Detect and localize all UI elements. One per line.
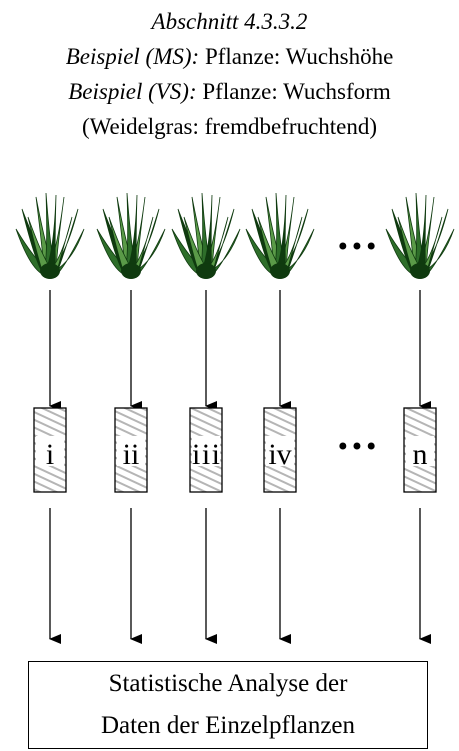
analysis-line-1: Statistische Analyse der: [108, 670, 348, 697]
grass-plant-icon: [385, 192, 455, 279]
example-vs: Beispiel (VS): Pflanze: Wuchsform: [68, 79, 391, 104]
grass-plant-icon: [15, 192, 85, 279]
section-title: Abschnitt 4.3.3.2: [151, 9, 308, 34]
sample-box-label: ii: [123, 438, 140, 471]
grass-plant-icon: [171, 192, 241, 279]
sample-box-label: iii: [192, 438, 220, 471]
sample-box-label: n: [413, 438, 428, 471]
species-note: (Weidelgras: fremdbefruchtend): [81, 114, 378, 139]
ellipsis-plants: •••: [336, 233, 378, 261]
grass-plant-icon: [96, 192, 166, 279]
sample-box: iii: [189, 407, 223, 493]
arrows-to-boxes: [49, 290, 431, 411]
sample-box: ii: [114, 407, 148, 493]
sample-box: n: [403, 407, 437, 493]
grass-plant-icon: [245, 192, 315, 279]
ellipsis-boxes: •••: [336, 433, 378, 461]
analysis-line-2: Daten der Einzelpflanzen: [100, 712, 356, 739]
arrows-to-analysis: [49, 508, 431, 644]
analysis-box: Statistische Analyse der Daten der Einze…: [28, 661, 428, 749]
sample-box: iv: [263, 407, 297, 493]
sample-box-label: iv: [268, 438, 291, 471]
example-ms: Beispiel (MS): Pflanze: Wuchshöhe: [65, 44, 394, 69]
sample-box-label: i: [46, 438, 54, 471]
sample-box: i: [33, 407, 67, 493]
header: Abschnitt 4.3.3.2 Beispiel (MS): Pflanze…: [0, 4, 459, 144]
plants-row: [15, 192, 455, 279]
